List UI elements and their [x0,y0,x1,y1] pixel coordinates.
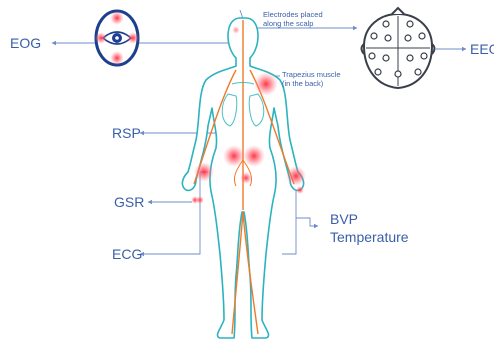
ecg-label: ECG [112,246,142,262]
gsr-finger-sensor-2 [196,196,204,204]
bvp-arrow [296,218,318,226]
trapezius-caption-line1: Trapezius muscle [282,70,341,79]
abdomen-sensor-left [223,145,245,167]
trapezius-caption-line2: (in the back) [282,79,341,88]
bvp-temperature-label: BVP Temperature [330,210,409,246]
gsr-label: GSR [114,194,144,210]
human-body-icon [182,18,306,338]
eye-icon [95,11,139,65]
bvp-label: BVP [330,210,409,228]
rsp-label: RSP [112,125,141,141]
electrodes-caption-line1: Electrodes placed [263,10,323,19]
head-electrode-icon [362,8,435,88]
eeg-label: EEG [470,41,494,57]
right-wrist-sensor [286,166,306,186]
eog-label: EOG [10,35,41,51]
electrodes-caption: Electrodes placed along the scalp [263,10,323,28]
temperature-label: Temperature [330,228,409,246]
electrodes-caption-line2: along the scalp [263,19,323,28]
trapezius-sensor [254,72,278,96]
abdomen-sensor-right [243,145,265,167]
trapezius-caption: Trapezius muscle (in the back) [282,70,341,88]
left-wrist-sensor [194,162,214,182]
